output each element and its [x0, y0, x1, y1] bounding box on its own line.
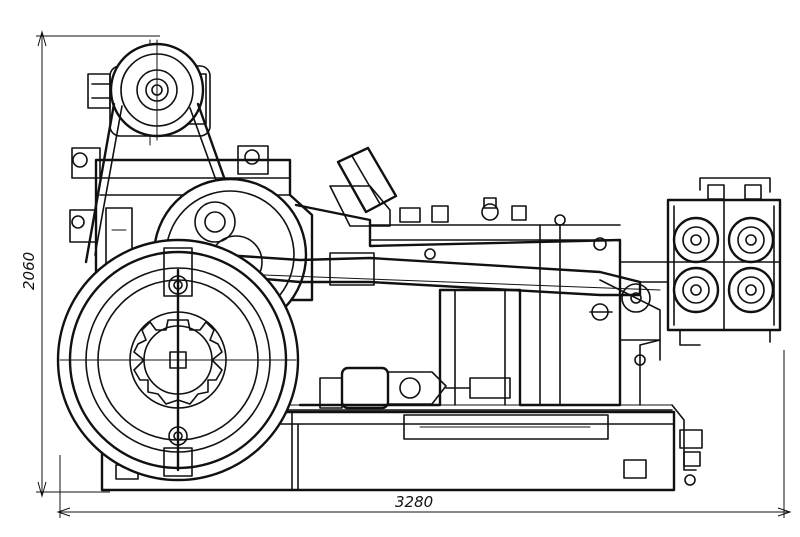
- auxiliary-motor: [319, 366, 511, 410]
- pump-body: [294, 185, 661, 407]
- height-dimension-label: 2060: [20, 252, 38, 290]
- valve-cluster: [666, 177, 782, 346]
- width-dimension: 3280: [56, 350, 792, 518]
- motor-pulley: [109, 39, 205, 141]
- pump-valve-bracket: [619, 261, 669, 366]
- width-dimension-label: 3280: [395, 493, 433, 511]
- height-dimension: 2060: [20, 30, 160, 498]
- drain-fittings: [671, 404, 703, 486]
- flywheel: [56, 238, 300, 482]
- oil-reservoir: [336, 146, 398, 214]
